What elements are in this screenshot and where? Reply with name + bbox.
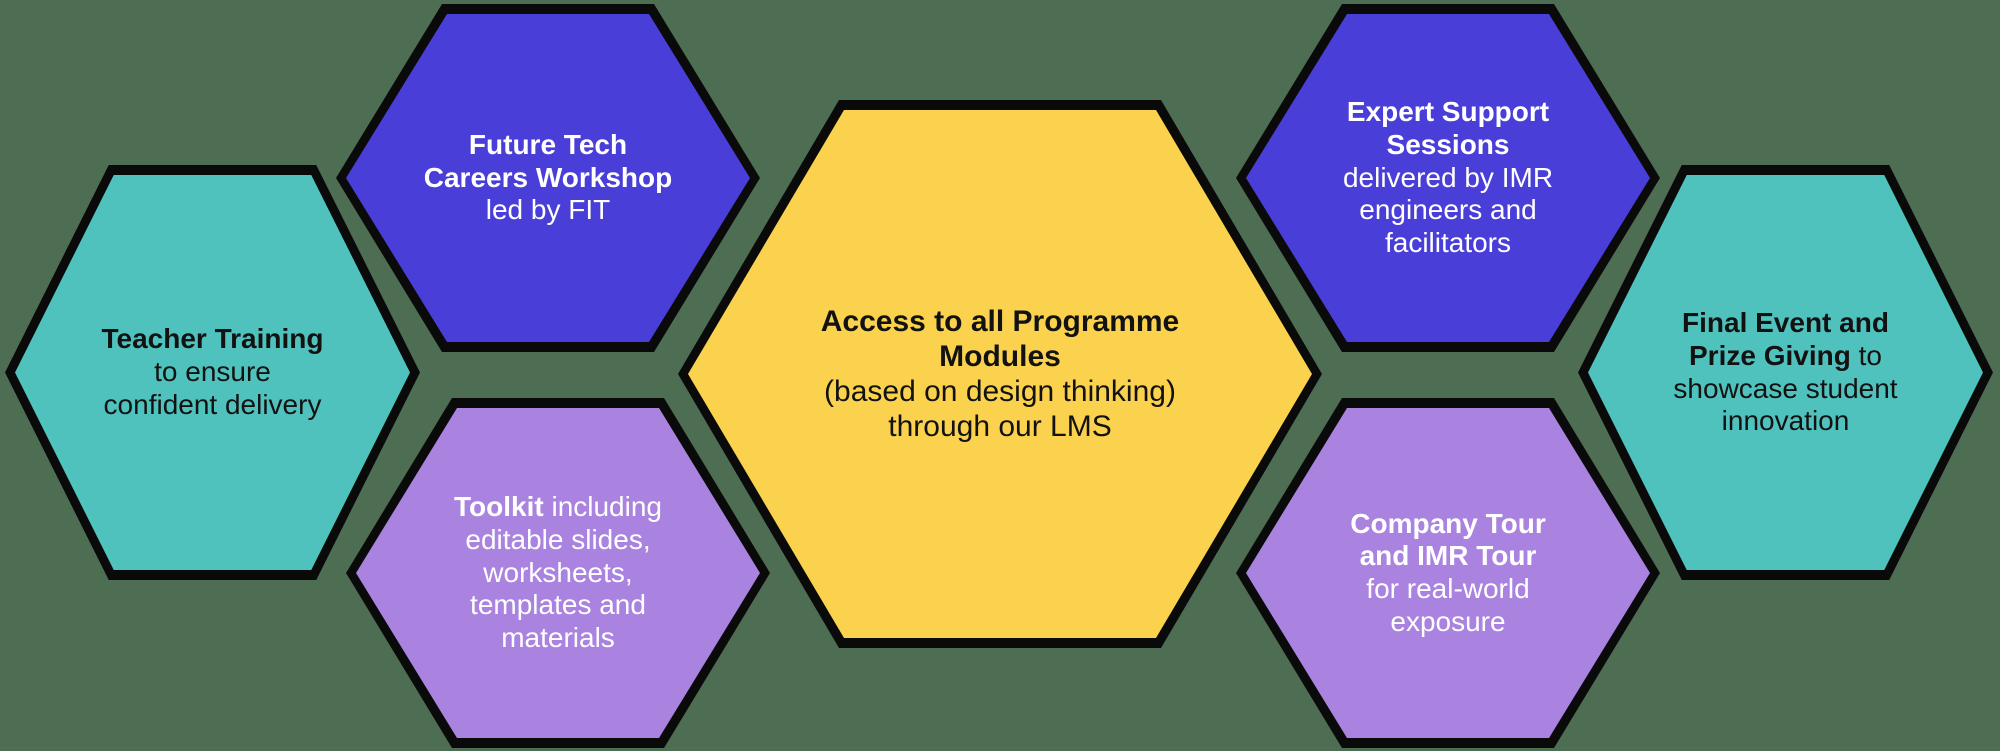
hexagon-teacher-training: Teacher Training to ensure confident del… [5, 165, 420, 580]
hexagon-future-tech-careers-workshop: Future Tech Careers Workshop led by FIT [336, 4, 760, 352]
hexagon-label: Final Event and Prize Giving to showcase… [1673, 307, 1897, 438]
hexagon-label-bold: Teacher Training [101, 323, 324, 355]
hexagon-label-rest: (based on design thinking) through our L… [824, 375, 1176, 444]
hexagon-label: Access to all Programme Modules (based o… [821, 304, 1180, 444]
hexagon-fill [688, 110, 1312, 638]
hexagon-label-bold: Toolkit [454, 491, 544, 523]
hexagon-toolkit: Toolkit including editable slides, works… [346, 398, 770, 748]
hexagon-label-bold: Company Tour and IMR Tour [1350, 507, 1546, 572]
hexagon-text: Teacher Training to ensure confident del… [5, 165, 420, 580]
hexagon-label-bold: Final Event and Prize Giving [1682, 307, 1889, 371]
hexagon-label: Expert Support Sessions delivered by IMR… [1343, 96, 1553, 260]
hexagon-label-rest: delivered by IMR engineers and facilitat… [1342, 161, 1554, 259]
hexagon-expert-support-sessions: Expert Support Sessions delivered by IMR… [1236, 4, 1660, 352]
hexagon-label: Toolkit including editable slides, works… [454, 491, 662, 655]
hexagon-fill [1246, 408, 1650, 738]
hexagon-label-bold: Expert Support Sessions [1346, 96, 1550, 160]
hexagon-text: Access to all Programme Modules (based o… [678, 100, 1322, 648]
hexagon-text: Future Tech Careers Workshop led by FIT [336, 4, 760, 352]
hexagon-fill [1246, 14, 1650, 342]
hexagon-text: Company Tour and IMR Tour for real-world… [1236, 398, 1660, 748]
hexagon-text: Final Event and Prize Giving to showcase… [1578, 165, 1993, 580]
hexagon-label-bold: Future Tech Careers Workshop [423, 128, 673, 193]
hexagon-label-bold: Access to all Programme Modules [820, 304, 1180, 373]
hexagon-label-rest: led by FIT [485, 194, 611, 226]
hexagon-label: Future Tech Careers Workshop led by FIT [424, 129, 672, 227]
hexagon-label-rest: to showcase student innovation [1673, 339, 1898, 437]
hexagon-company-tour-imr-tour: Company Tour and IMR Tour for real-world… [1236, 398, 1660, 748]
hexagon-fill [15, 175, 410, 570]
hexagon-label: Teacher Training to ensure confident del… [102, 323, 324, 421]
hexagon-text: Toolkit including editable slides, works… [346, 398, 770, 748]
hexagon-programme-modules: Access to all Programme Modules (based o… [678, 100, 1322, 648]
hexagon-label-rest: for real-world exposure [1366, 573, 1530, 637]
hexagon-text: Expert Support Sessions delivered by IMR… [1236, 4, 1660, 352]
hexagon-label-rest: to ensure confident delivery [103, 356, 322, 420]
hexagon-fill [1588, 175, 1983, 570]
hexagon-label-rest: including editable slides, worksheets, t… [465, 491, 662, 654]
hexagon-label: Company Tour and IMR Tour for real-world… [1350, 508, 1545, 639]
hexagon-final-event-prize-giving: Final Event and Prize Giving to showcase… [1578, 165, 1993, 580]
